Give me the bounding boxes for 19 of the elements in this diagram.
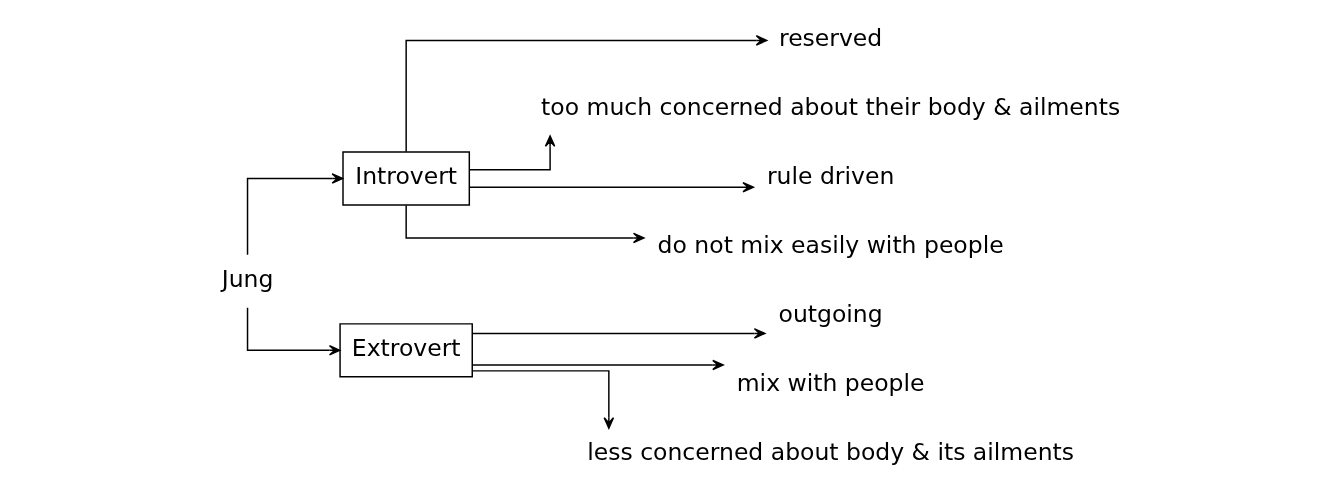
node-text: less concerned about body & its ailments <box>586 438 1074 467</box>
node-text: Jung <box>221 264 273 293</box>
arrow <box>468 135 555 171</box>
node-box: Extrovert <box>338 323 473 378</box>
node-box: Introvert <box>341 151 470 206</box>
arrow <box>471 328 765 339</box>
node-text: reserved <box>778 23 882 52</box>
node-text: too much concerned about their body & ailments <box>540 93 1120 122</box>
arrow <box>471 370 614 429</box>
node-text: do not mix easily with people <box>657 231 1004 260</box>
arrow <box>404 35 767 153</box>
arrow <box>246 307 341 356</box>
arrow <box>246 173 343 256</box>
arrow <box>468 181 754 193</box>
node-text: outgoing <box>778 300 883 329</box>
arrow <box>404 204 645 244</box>
node-text: rule driven <box>766 162 894 191</box>
arrow <box>471 359 724 371</box>
node-text: mix with people <box>736 369 925 398</box>
